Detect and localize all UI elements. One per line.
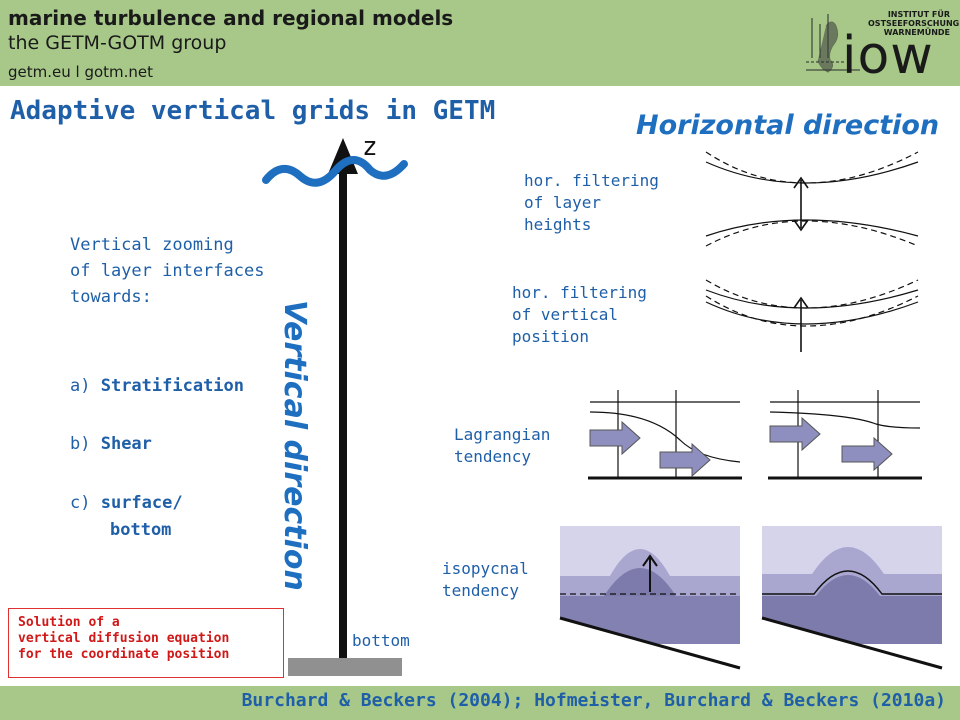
list-item-bottom: bottom	[110, 520, 172, 540]
bottom-label: bottom	[352, 631, 410, 650]
panel-isopycnal	[559, 526, 943, 700]
panel-vertical-position	[705, 279, 919, 352]
label-isopycnal: isopycnal tendency	[442, 559, 529, 600]
institute-line-3: WARNEMÜNDE	[883, 28, 950, 37]
label-lagrangian: Lagrangian tendency	[454, 425, 551, 466]
zoom-line-3: towards:	[70, 287, 152, 307]
vertical-axis	[262, 138, 408, 676]
header-urls: getm.eu l gotm.net	[8, 63, 154, 81]
logo-map-icon	[806, 14, 860, 73]
label-layer-heights: hor. filtering of layer heights	[524, 171, 659, 234]
institute-line-2: OSTSEEFORSCHUNG	[868, 19, 960, 28]
footer-band	[0, 686, 960, 720]
label-vertical-position: hor. filtering of vertical position	[512, 283, 647, 346]
institute-name: INSTITUT FÜR OSTSEEFORSCHUNG WARNEMÜNDE	[868, 10, 960, 37]
note-line-3: for the coordinate position	[18, 647, 230, 662]
header-group-title: marine turbulence and regional models	[8, 6, 454, 30]
zoom-line-1: Vertical zooming	[70, 235, 234, 255]
header-band	[0, 0, 960, 86]
zoom-description: Vertical zooming of layer interfaces tow…	[70, 232, 264, 310]
flow-arrow-icon	[589, 416, 893, 478]
z-axis-label: z	[362, 132, 378, 162]
list-item-surface: c) surface/	[70, 493, 183, 513]
list-item-stratification: a) Stratification	[70, 376, 245, 396]
zoom-line-2: of layer interfaces	[70, 261, 265, 281]
horizontal-direction-title: Horizontal direction	[636, 110, 940, 141]
surface-wave-icon	[262, 156, 408, 187]
institute-line-1: INSTITUT FÜR	[887, 10, 950, 19]
list-item-shear: b) Shear	[70, 434, 152, 454]
footer-citation: Burchard & Beckers (2004); Hofmeister, B…	[241, 690, 946, 711]
slide-title: Adaptive vertical grids in GETM	[10, 96, 496, 126]
panel-lagrangian	[588, 390, 922, 480]
note-box: Solution of a vertical diffusion equatio…	[8, 608, 284, 678]
panel-layer-heights	[705, 151, 919, 247]
note-line-2: vertical diffusion equation	[18, 631, 230, 646]
note-line-1: Solution of a	[18, 615, 120, 630]
bottom-plate	[288, 658, 402, 676]
iow-logo-text: iow	[842, 26, 934, 86]
header-group-subtitle: the GETM-GOTM group	[8, 32, 227, 54]
